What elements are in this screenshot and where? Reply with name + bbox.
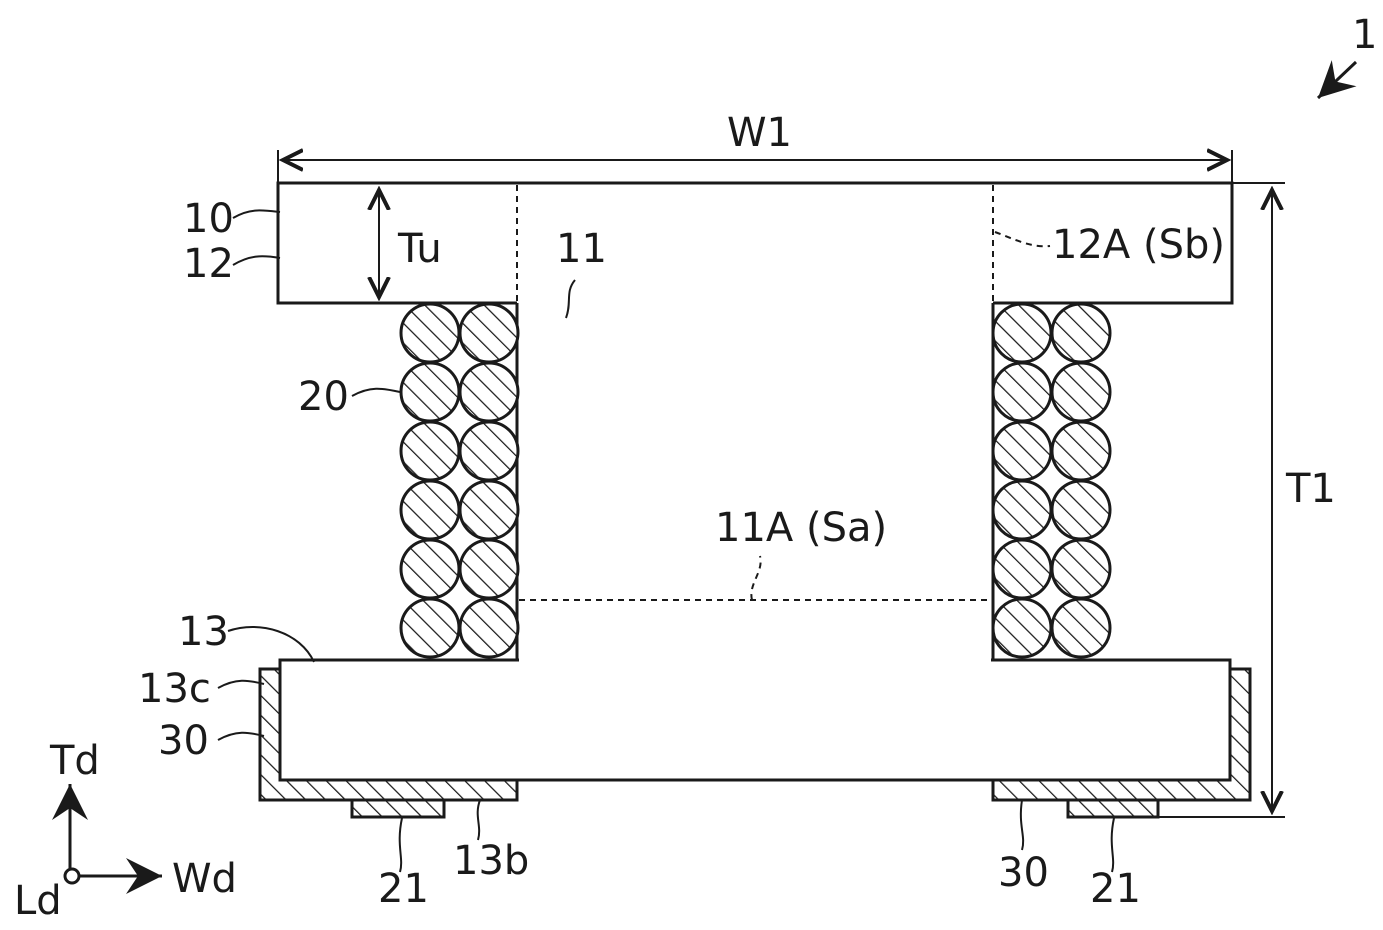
winding-turn-right bbox=[991, 361, 1053, 423]
label-bottom-13b: 13b bbox=[453, 838, 529, 884]
winding-turn-right bbox=[1050, 538, 1112, 600]
label-electrode-left: 30 bbox=[158, 718, 209, 764]
leader-axis bbox=[565, 279, 576, 319]
winding-turn-left bbox=[458, 597, 520, 659]
leader-side-13c bbox=[217, 679, 265, 689]
winding-turn-left bbox=[458, 420, 520, 482]
winding-turn-right bbox=[1050, 302, 1112, 364]
leader-electrode-left bbox=[217, 731, 265, 741]
winding-turn-right bbox=[991, 538, 1053, 600]
winding-turn-right bbox=[1050, 361, 1112, 423]
label-electrode-right: 30 bbox=[998, 850, 1049, 896]
label-face-12a: 12A (Sb) bbox=[1052, 222, 1225, 268]
leader-terminal-right bbox=[1110, 817, 1115, 873]
winding-turn-right bbox=[1050, 479, 1112, 541]
winding-turn-right bbox=[1050, 597, 1112, 659]
device-arrow bbox=[1316, 60, 1358, 100]
label-device: 1 bbox=[1352, 12, 1377, 58]
label-axis: 11 bbox=[556, 226, 607, 272]
winding-right bbox=[991, 302, 1112, 659]
leader-core bbox=[232, 209, 281, 219]
label-face-11a: 11A (Sa) bbox=[715, 505, 887, 551]
winding-turn-right bbox=[991, 479, 1053, 541]
terminal-left bbox=[350, 798, 446, 819]
label-winding: 20 bbox=[298, 374, 349, 420]
winding-turn-right bbox=[991, 597, 1053, 659]
winding-turn-left bbox=[458, 479, 520, 541]
label-t1: T1 bbox=[1285, 466, 1336, 512]
core-axis bbox=[517, 298, 993, 666]
label-dir-ld: Ld bbox=[14, 878, 62, 924]
leader-face-11a bbox=[750, 555, 762, 601]
lower-flange bbox=[278, 658, 1232, 782]
leader-upper-flange bbox=[232, 255, 281, 266]
terminal-right bbox=[1066, 798, 1160, 819]
axis-lower-joint-mask bbox=[519, 658, 991, 662]
winding-turn-left bbox=[399, 302, 461, 364]
leader-face-12a bbox=[994, 231, 1051, 248]
winding-turn-left bbox=[458, 302, 520, 364]
axis-joint-mask bbox=[519, 301, 991, 305]
label-tu: Tu bbox=[397, 226, 442, 272]
leader-terminal-left bbox=[398, 817, 403, 873]
winding-turn-left bbox=[399, 420, 461, 482]
leader-winding bbox=[351, 387, 401, 397]
label-dir-wd: Wd bbox=[172, 856, 237, 902]
winding-turn-left bbox=[458, 538, 520, 600]
winding-turn-left bbox=[399, 479, 461, 541]
leader-bottom-13b bbox=[476, 799, 481, 841]
winding-turn-left bbox=[399, 361, 461, 423]
winding-turn-left bbox=[458, 361, 520, 423]
winding-turn-right bbox=[1050, 420, 1112, 482]
winding-turn-left bbox=[399, 597, 461, 659]
winding-turn-right bbox=[991, 420, 1053, 482]
label-terminal-right: 21 bbox=[1090, 866, 1141, 912]
winding-turn-right bbox=[991, 302, 1053, 364]
label-core: 10 bbox=[183, 196, 234, 242]
label-side-13c: 13c bbox=[138, 666, 211, 712]
winding-left bbox=[399, 302, 520, 659]
label-upper-flange: 12 bbox=[183, 241, 234, 287]
label-lower-flange: 13 bbox=[178, 609, 229, 655]
leader-lower-flange bbox=[227, 626, 315, 663]
ld-axis-marker-icon bbox=[63, 867, 81, 885]
upper-flange bbox=[276, 181, 1234, 305]
label-dir-td: Td bbox=[49, 738, 100, 784]
label-w1: W1 bbox=[727, 110, 792, 156]
winding-turn-left bbox=[399, 538, 461, 600]
leader-electrode-right bbox=[1019, 799, 1025, 851]
label-terminal-left: 21 bbox=[378, 866, 429, 912]
